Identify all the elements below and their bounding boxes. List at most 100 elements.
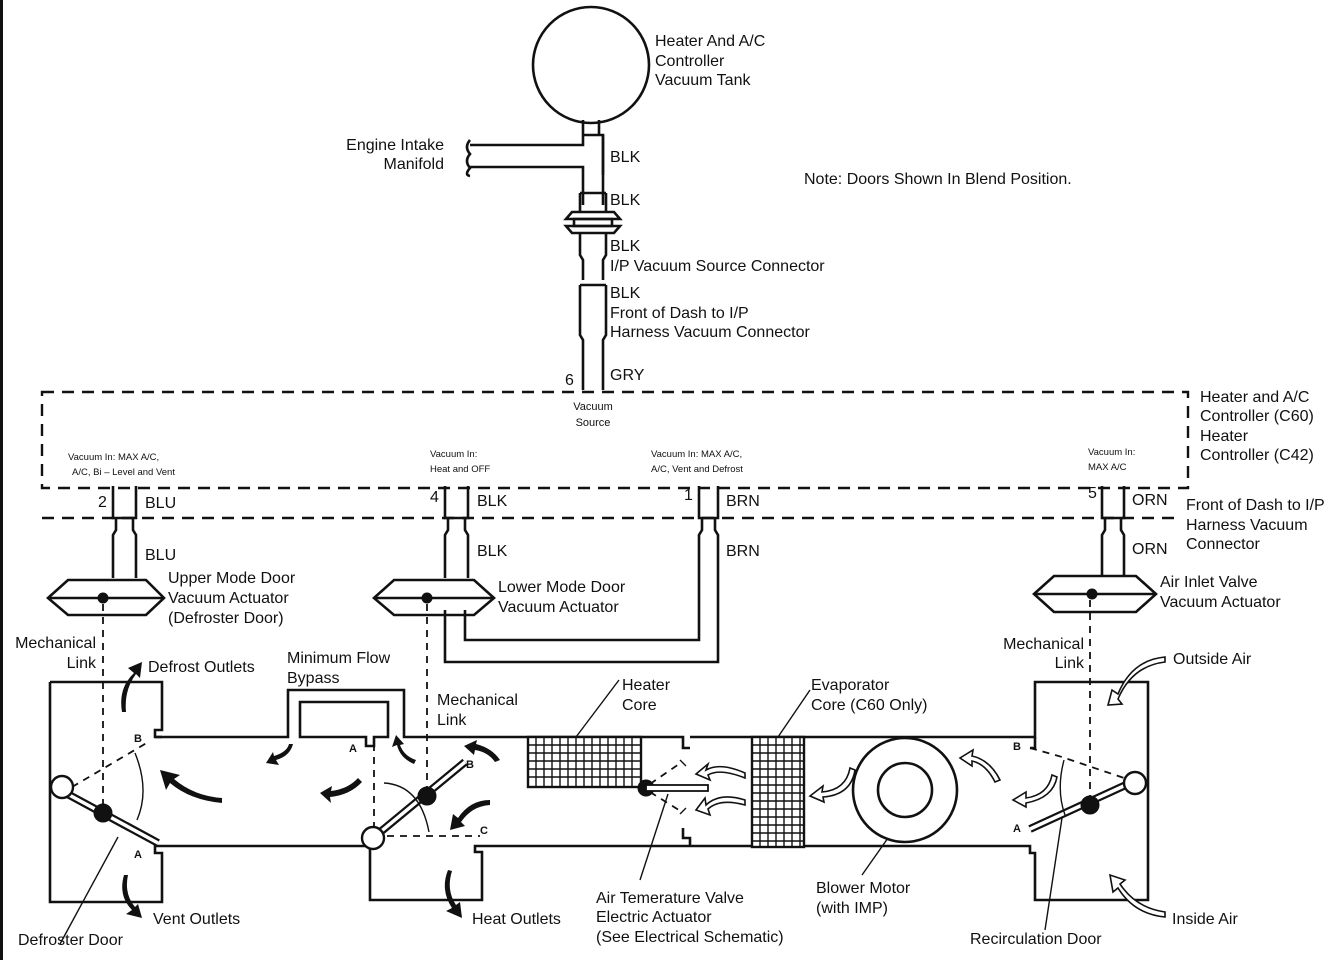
evaporator-core-label-line1: Evaporator <box>811 677 890 694</box>
airflow-arrow-temp-upper-icon <box>694 761 746 782</box>
air-temp-valve-label-line2: Electric Actuator <box>596 909 712 926</box>
port-1-vacuum-in-line2: A/C, Vent and Defrost <box>651 464 743 475</box>
upper-mode-actuator-label-line3: (Defroster Door) <box>168 610 284 627</box>
mech-link-left-line2: Link <box>67 655 97 672</box>
heater-core-label-line1: Heater <box>622 677 671 694</box>
defroster-pos-b: B <box>134 733 142 745</box>
airflow-arrow-evap-icon <box>808 766 856 804</box>
wire-color-blk-3: BLK <box>610 238 641 255</box>
recirculation-door <box>1028 747 1148 931</box>
air-temperature-valve <box>637 759 709 881</box>
defroster-pos-a: A <box>134 849 142 861</box>
vacuum-tank-label-line3: Vacuum Tank <box>655 72 751 89</box>
port-5-vacuum-in-line1: Vacuum In: <box>1088 447 1135 458</box>
controller-label-line2: Controller (C60) <box>1200 408 1314 425</box>
port-5-wire-bottom: ORN <box>1132 541 1168 558</box>
recirc-pos-b: B <box>1013 741 1021 753</box>
lower-door-pos-b: B <box>466 759 474 771</box>
upper-mode-actuator-label-line1: Upper Mode Door <box>168 570 296 587</box>
vacuum-source-label-line2: Source <box>576 417 611 429</box>
source-hose <box>578 185 608 212</box>
outside-air-label: Outside Air <box>1173 651 1252 668</box>
engine-intake-label-line1: Engine Intake <box>346 137 444 154</box>
front-dash-connector-source <box>578 283 608 365</box>
min-flow-bypass-label-line1: Minimum Flow <box>287 650 391 667</box>
controller-label-line3: Heater <box>1200 428 1249 445</box>
outside-air-arrow-icon <box>1106 656 1166 706</box>
controller-label-line1: Heater and A/C <box>1200 389 1309 406</box>
airflow-arrow-temp-lower-icon <box>694 795 746 817</box>
bypass-arrow-left-icon <box>266 744 293 765</box>
wire-color-blk-4: BLK <box>610 285 641 302</box>
air-inlet-valve-actuator <box>1032 574 1158 614</box>
air-inlet-actuator-label-line2: Vacuum Actuator <box>1160 594 1281 611</box>
front-dash-connector-label-line2: Harness Vacuum <box>1186 517 1308 534</box>
upper-mode-actuator-label-line2: Vacuum Actuator <box>168 590 289 607</box>
wire-color-blk-2: BLK <box>610 192 641 209</box>
vacuum-tank-label: Heater And A/C Controller Vacuum Tank <box>655 33 765 89</box>
port-2-wire-top: BLU <box>145 495 176 512</box>
heat-outlets-label: Heat Outlets <box>472 911 561 928</box>
vent-outlet-arrow-icon <box>122 875 142 918</box>
vent-outlets-label: Vent Outlets <box>153 911 240 928</box>
airflow-arrow-recirc-lower-icon <box>1011 773 1058 809</box>
lower-mode-actuator-label-line2: Vacuum Actuator <box>498 599 619 616</box>
vacuum-source-label-line1: Vacuum <box>573 401 613 413</box>
pin-6-label: 6 <box>565 372 574 389</box>
port-1-hose <box>443 486 720 664</box>
air-temp-valve-label-line1: Air Temerature Valve <box>596 890 744 907</box>
port-4-vacuum-in-line2: Heat and OFF <box>430 464 490 475</box>
controller-label-line4: Controller (C42) <box>1200 447 1314 464</box>
port-5-hose <box>1100 486 1126 575</box>
front-dash-connector-label-line1: Front of Dash to I/P <box>1186 497 1325 514</box>
port-4-pin: 4 <box>430 489 439 506</box>
mech-link-right-line2: Link <box>1055 655 1085 672</box>
lower-door-pos-c: C <box>480 825 488 837</box>
port-5-pin: 5 <box>1088 485 1097 502</box>
bulkhead-grommet <box>563 210 623 235</box>
blower-motor <box>851 736 959 876</box>
port-4-wire-top: BLK <box>477 493 508 510</box>
port-5-vacuum-in-line2: MAX A/C <box>1088 462 1127 473</box>
port-1-wire-top: BRN <box>726 493 760 510</box>
airflow-arrow-recirc-upper-icon <box>958 748 1002 784</box>
front-dash-connector-label-line3: Connector <box>1186 536 1260 553</box>
air-inlet-actuator-label-line1: Air Inlet Valve <box>1160 574 1258 591</box>
heater-core-label-line2: Core <box>622 697 657 714</box>
hvac-case <box>48 680 1150 904</box>
port-4-vacuum-in-line1: Vacuum In: <box>430 449 477 460</box>
port-2-vacuum-in-line1: Vacuum In: MAX A/C, <box>68 452 159 463</box>
recirc-pos-a: A <box>1013 823 1021 835</box>
blend-position-note: Note: Doors Shown In Blend Position. <box>804 171 1072 188</box>
port-2-wire-bottom: BLU <box>145 547 176 564</box>
port-2-pin: 2 <box>98 494 107 511</box>
port-1-vacuum-in-line1: Vacuum In: MAX A/C, <box>651 449 742 460</box>
mech-link-left-line1: Mechanical <box>15 635 96 652</box>
vacuum-tank <box>531 5 651 135</box>
port-2-vacuum-in-line2: A/C, Bi – Level and Vent <box>72 467 175 478</box>
source-port-6 <box>581 365 605 390</box>
mech-link-mid-line2: Link <box>437 712 467 729</box>
lower-mode-actuator-label-line1: Lower Mode Door <box>498 579 626 596</box>
port-1-wire-bottom: BRN <box>726 543 760 560</box>
blower-motor-label-line1: Blower Motor <box>816 880 911 897</box>
ip-vacuum-source-connector <box>578 233 608 280</box>
front-dash-label-line1: Front of Dash to I/P <box>610 305 749 322</box>
airflow-arrows <box>121 656 1166 918</box>
evaporator-core <box>750 689 811 849</box>
vacuum-tank-label-line2: Controller <box>655 53 725 70</box>
airflow-arrow-heat-icon <box>450 800 490 830</box>
heat-outlet-arrow-icon <box>444 870 462 918</box>
airflow-arrow-mid-icon <box>320 778 362 803</box>
lower-mode-door-actuator <box>372 578 496 617</box>
defroster-door-label: Defroster Door <box>18 932 124 949</box>
engine-intake-tee <box>465 133 605 185</box>
recirculation-door-label: Recirculation Door <box>970 931 1102 948</box>
port-4-wire-bottom: BLK <box>477 543 508 560</box>
evaporator-core-label-line2: Core (C60 Only) <box>811 697 927 714</box>
defrost-outlets-label: Defrost Outlets <box>148 659 255 676</box>
mech-link-right-line1: Mechanical <box>1003 636 1084 653</box>
wire-color-gry: GRY <box>610 367 645 384</box>
defroster-door <box>49 740 160 945</box>
